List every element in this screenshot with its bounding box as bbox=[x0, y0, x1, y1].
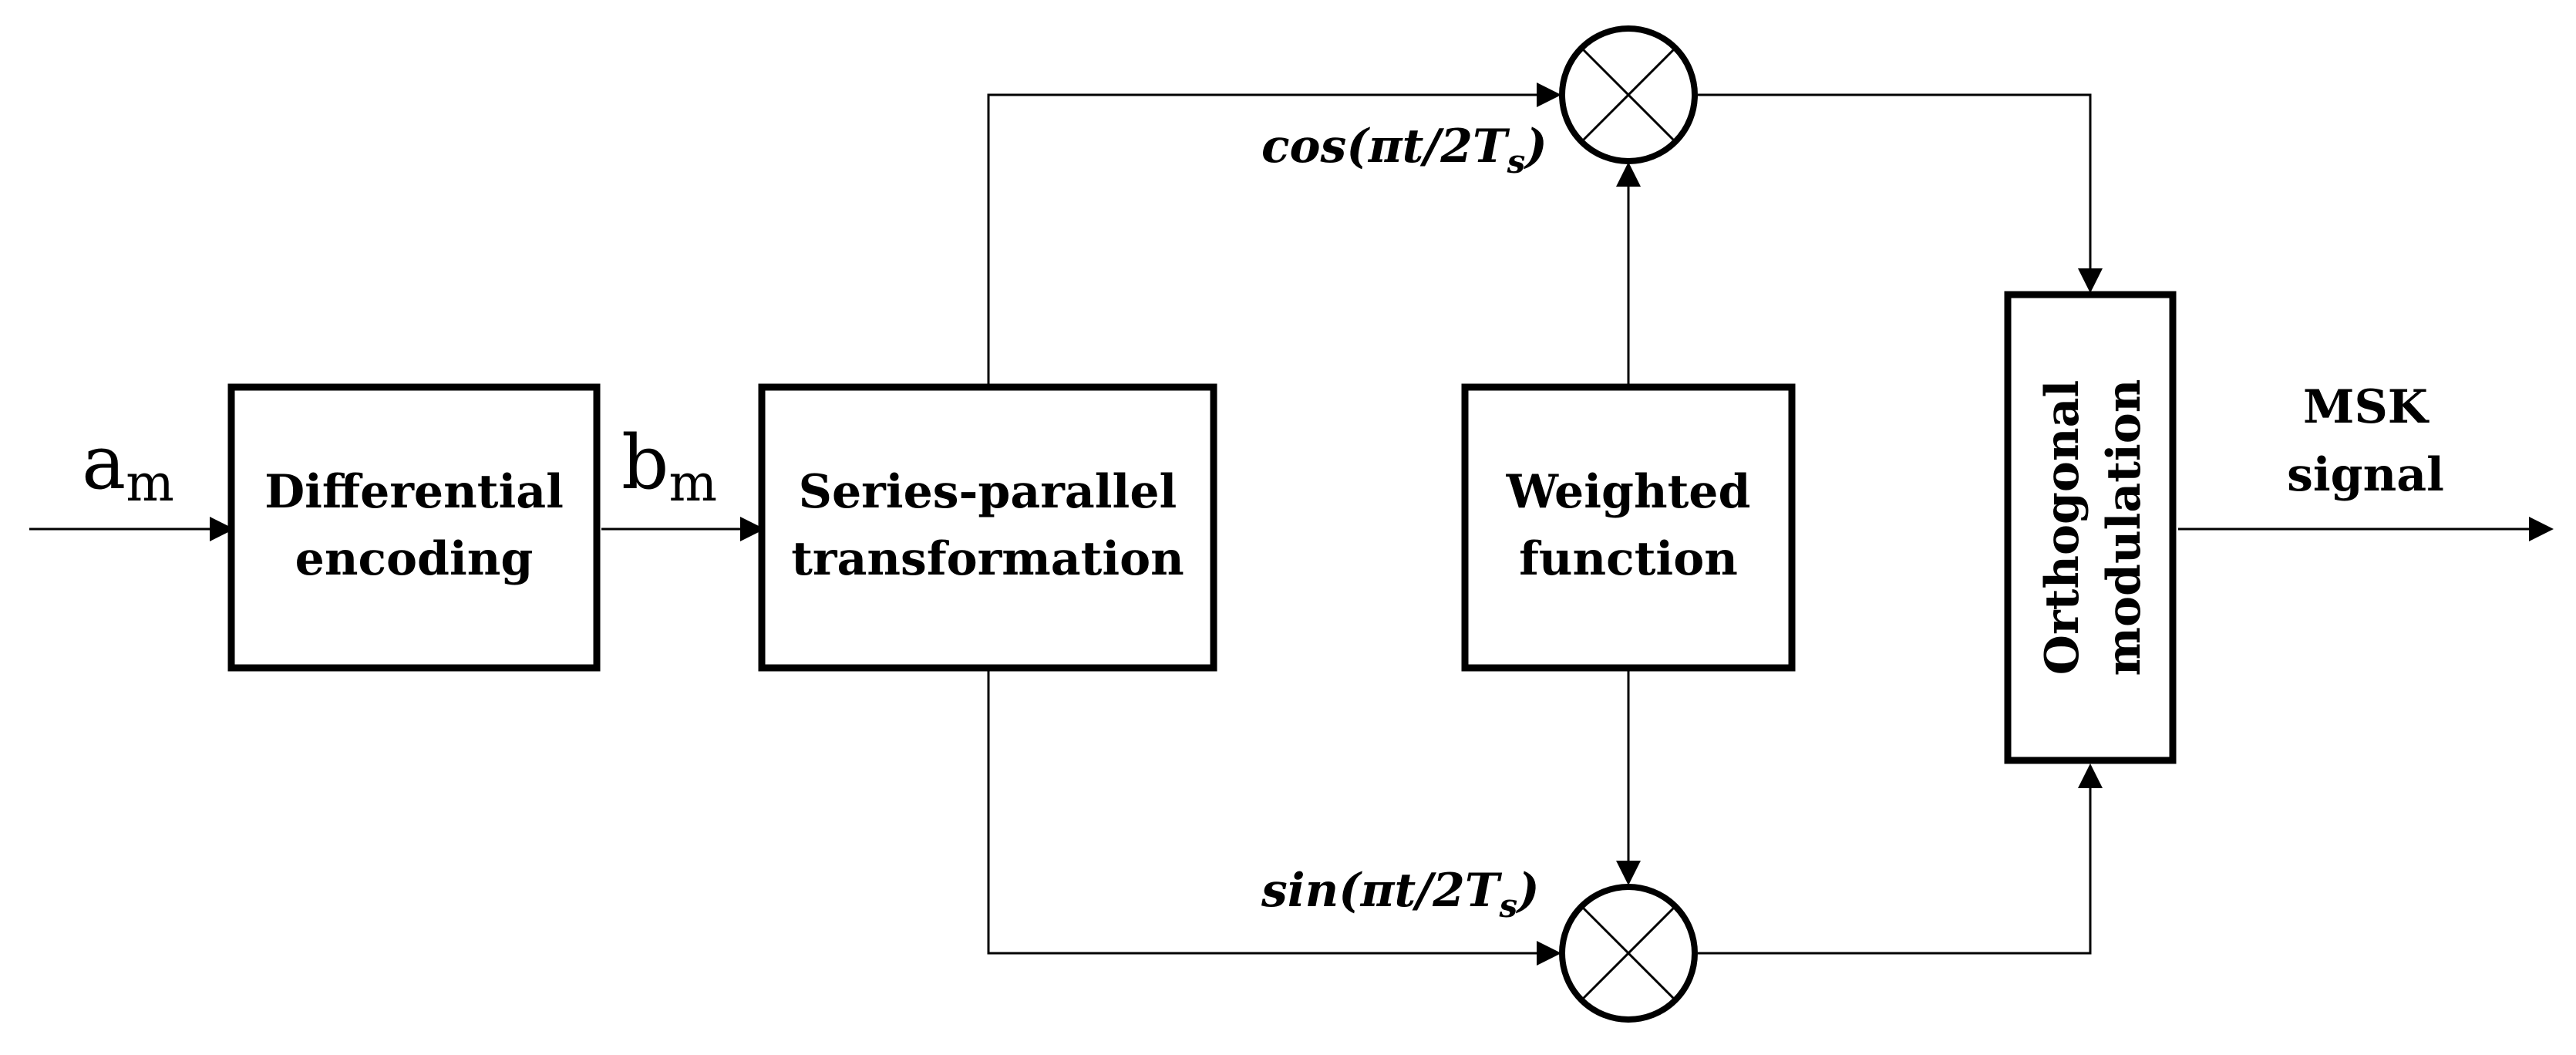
cos-carrier-label: cos(πt/2Ts) bbox=[1261, 120, 1547, 180]
output-signal-label-line1: MSK bbox=[2303, 380, 2430, 434]
arrow-into-modulation-bottom bbox=[2078, 763, 2103, 788]
weighted-function-label-line1: Weighted bbox=[1506, 465, 1751, 519]
differential-encoding-box bbox=[227, 383, 601, 672]
encoded-signal-label: bm bbox=[621, 420, 717, 513]
top-mixer bbox=[1559, 25, 1698, 164]
weighted-function-box bbox=[1461, 383, 1796, 672]
arrow-into-bottom-mixer-top bbox=[1616, 861, 1641, 885]
connection-wires bbox=[29, 93, 2529, 955]
differential-encoding-block: Differential encoding bbox=[227, 383, 601, 672]
bottom-mixer-cross-b bbox=[1580, 905, 1677, 1002]
output-signal-label-line2: signal bbox=[2287, 448, 2444, 502]
orthogonal-modulation-block: Orthogonal modulation bbox=[2004, 291, 2177, 764]
orthogonal-modulation-label-line2: modulation bbox=[2097, 379, 2151, 676]
bottom-mixer bbox=[1559, 884, 1698, 1023]
differential-encoding-label-line2: encoding bbox=[295, 532, 534, 586]
arrowheads bbox=[210, 83, 2554, 966]
arrow-into-top-mixer-bottom bbox=[1616, 162, 1641, 187]
differential-encoding-label-line1: Differential bbox=[264, 465, 564, 519]
weighted-function-block: Weighted function bbox=[1461, 383, 1796, 672]
sin-carrier-label: sin(πt/2Ts) bbox=[1261, 864, 1540, 925]
series-parallel-label-line2: transformation bbox=[791, 532, 1184, 586]
wire-bottom-mixer-to-modulation bbox=[1698, 788, 2092, 955]
series-parallel-label-line1: Series-parallel bbox=[799, 465, 1177, 519]
input-signal-label: am bbox=[82, 420, 174, 513]
wire-series-to-bottom-mixer bbox=[987, 669, 1542, 955]
arrow-into-top-mixer-left bbox=[1537, 83, 1561, 107]
arrow-into-differential-encoding bbox=[210, 517, 234, 541]
series-parallel-block: Series-parallel transformation bbox=[758, 383, 1217, 672]
arrow-output bbox=[2529, 517, 2554, 541]
weighted-function-label-line2: function bbox=[1519, 532, 1738, 586]
wire-series-to-top-mixer bbox=[987, 93, 1542, 387]
series-parallel-box bbox=[758, 383, 1217, 672]
wire-top-mixer-to-modulation bbox=[1698, 93, 2092, 271]
arrow-into-modulation-top bbox=[2078, 268, 2103, 293]
arrow-into-bottom-mixer-left bbox=[1537, 941, 1561, 966]
arrow-into-series-parallel bbox=[740, 517, 765, 541]
top-mixer-cross-b bbox=[1580, 46, 1677, 143]
orthogonal-modulation-label-line1: Orthogonal bbox=[2036, 380, 2089, 676]
orthogonal-modulation-box bbox=[2004, 291, 2177, 764]
